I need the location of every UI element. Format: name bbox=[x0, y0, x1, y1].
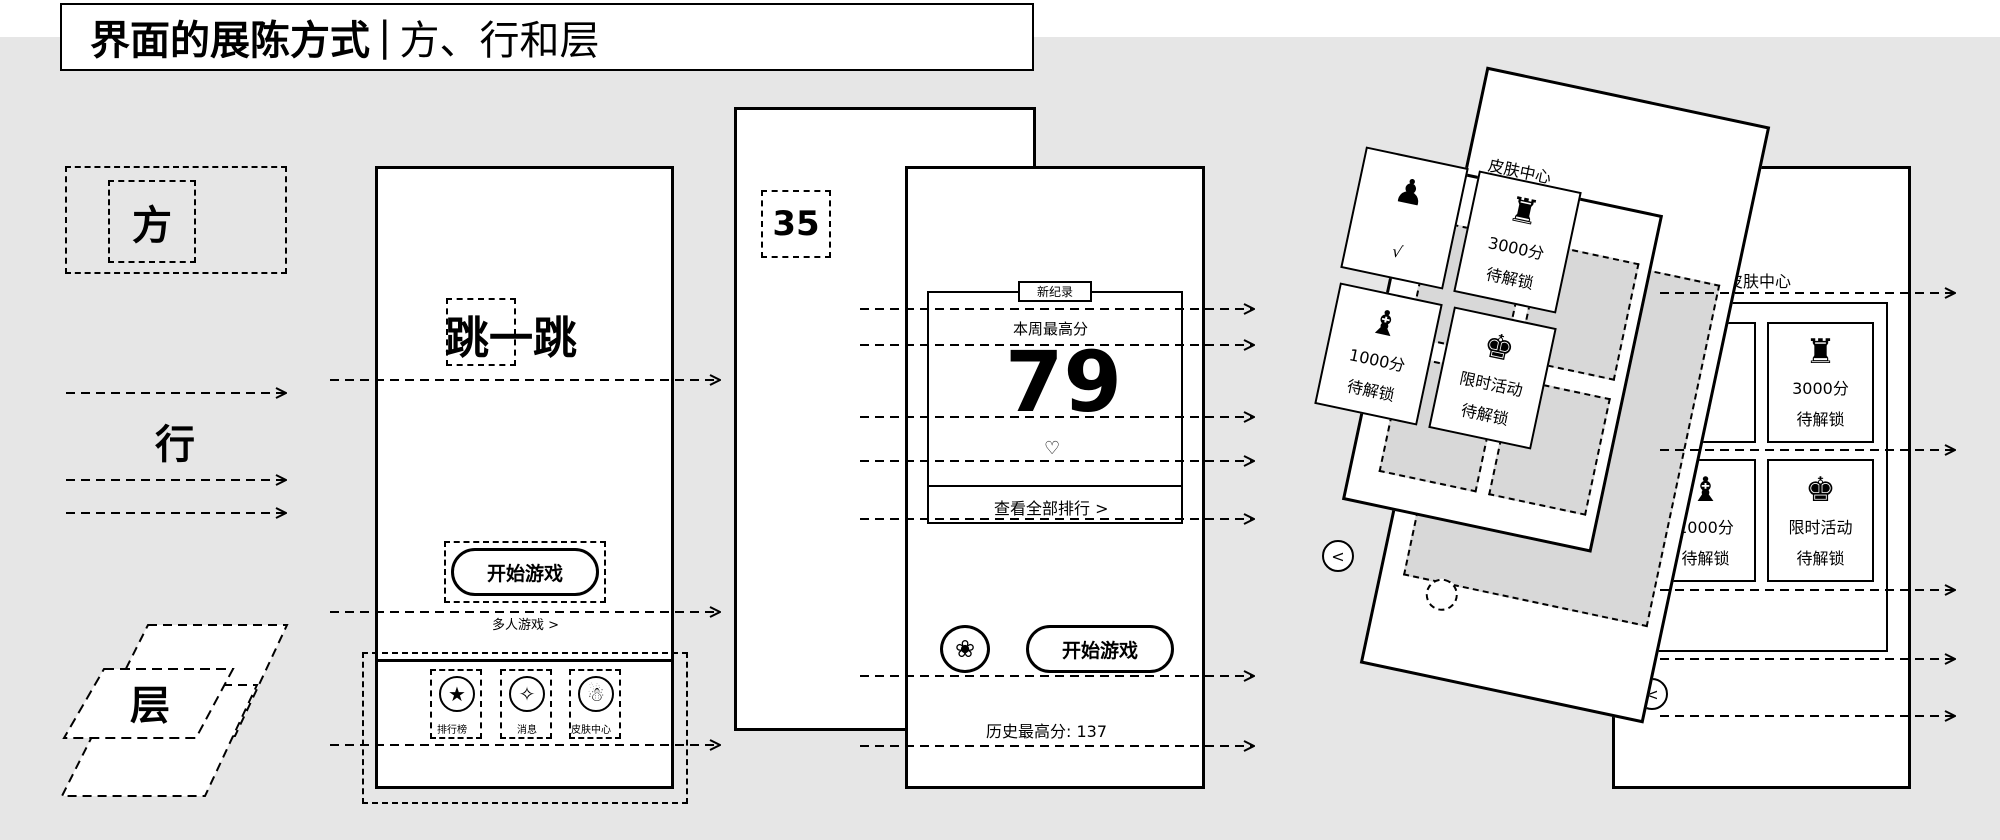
week-best-score: 79 bbox=[1005, 333, 1122, 431]
rook-icon: ♜ bbox=[1805, 332, 1836, 373]
skin-card-status: 待解锁 bbox=[1681, 548, 1730, 568]
sparkle-icon: ✧ bbox=[509, 676, 545, 712]
nav-label-messages: 消息 bbox=[517, 725, 537, 736]
legend-layer-label: 层 bbox=[130, 683, 170, 729]
skin-card-price: 1000分 bbox=[1677, 517, 1734, 537]
game-score-counter: 35 bbox=[761, 190, 831, 258]
skin-card-king[interactable]: ♚ 限时活动 待解锁 bbox=[1767, 459, 1874, 582]
view-ranking-link[interactable]: 查看全部排行 > bbox=[994, 499, 1109, 518]
nav-item-messages[interactable]: ✧ 消息 bbox=[500, 669, 552, 739]
home-logo-part2: 一跳 bbox=[489, 313, 577, 364]
home-logo: 跳一跳 bbox=[445, 302, 577, 366]
king-icon: ♚ bbox=[1805, 469, 1836, 510]
nav-label-skins: 皮肤中心 bbox=[571, 725, 611, 736]
week-best-label: 本周最高分 bbox=[1013, 320, 1089, 338]
title-separator: | bbox=[378, 14, 392, 60]
skin-center-title: 皮肤中心 bbox=[1727, 272, 1792, 291]
title-rest: 方、行和层 bbox=[399, 18, 600, 64]
legend-square-label: 方 bbox=[108, 180, 196, 263]
nav-item-ranking[interactable]: ★ 排行榜 bbox=[430, 669, 482, 739]
title-bold: 界面的展陈方式 bbox=[90, 18, 370, 64]
page-title: 界面的展陈方式 | 方、行和层 bbox=[60, 3, 1034, 71]
result-start-button[interactable]: 开始游戏 bbox=[1026, 625, 1174, 673]
logo-highlight-box bbox=[446, 298, 516, 366]
snowman-icon: ☃ bbox=[578, 676, 614, 712]
skin-card-status: 待解锁 bbox=[1796, 548, 1845, 568]
skin-card-status: 待解锁 bbox=[1796, 409, 1845, 429]
nav-divider bbox=[375, 659, 674, 662]
skin-card-price: 3000分 bbox=[1792, 379, 1849, 399]
skin-tilted-back-button[interactable]: < bbox=[1322, 540, 1354, 572]
flower-icon[interactable]: ❀ bbox=[940, 625, 990, 673]
start-game-button[interactable]: 开始游戏 bbox=[451, 548, 599, 596]
heart-icon[interactable]: ♡ bbox=[1044, 438, 1061, 459]
new-record-badge: 新纪录 bbox=[1018, 281, 1092, 302]
nav-item-skins[interactable]: ☃ 皮肤中心 bbox=[569, 669, 621, 739]
start-highlight-box bbox=[444, 541, 606, 603]
skin-card-rook[interactable]: ♜ 3000分 待解锁 bbox=[1767, 322, 1874, 443]
legend-layer-planes bbox=[60, 624, 289, 797]
record-divider bbox=[927, 485, 1183, 487]
skin-card-event: 限时活动 bbox=[1788, 517, 1853, 537]
multiplayer-link[interactable]: 多人游戏 > bbox=[492, 618, 560, 633]
star-icon: ★ bbox=[439, 676, 475, 712]
nav-highlight-box bbox=[362, 652, 688, 804]
nav-label-ranking: 排行榜 bbox=[437, 725, 467, 736]
history-best-score: 历史最高分: 137 bbox=[986, 722, 1108, 741]
legend-row-label: 行 bbox=[155, 422, 195, 468]
home-logo-part1: 跳 bbox=[445, 313, 489, 364]
legend-square-frame bbox=[65, 166, 287, 274]
